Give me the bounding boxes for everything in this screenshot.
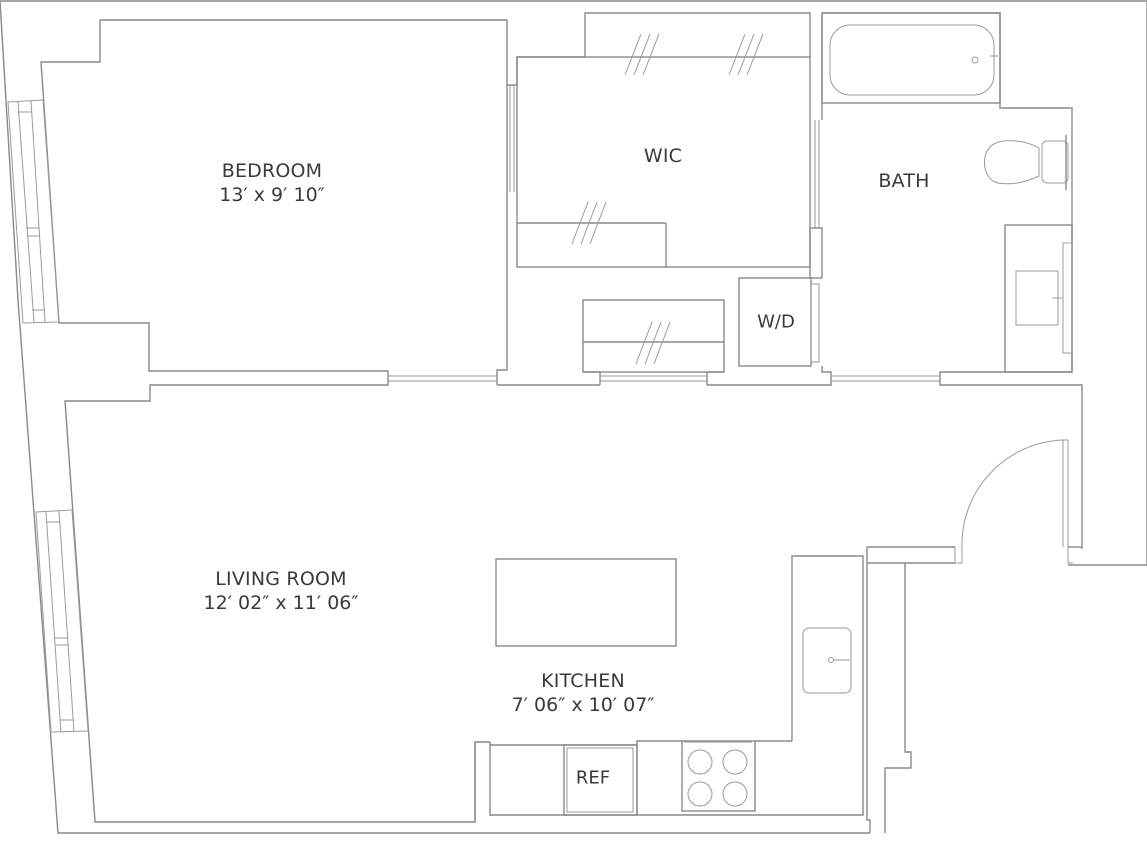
room-label-bath: BATH [878,170,929,194]
bedroom-walls [40,12,811,823]
refrigerator [563,744,638,816]
bath-walls [821,12,1083,549]
fixture-label-ref: REF [575,767,611,789]
room-label-living-room: LIVING ROOM 12′ 02″ x 11′ 06″ [204,568,359,616]
entry-walls [866,546,955,833]
fixture-label-wd: W/D [757,311,795,333]
kitchen-sink-icon [802,627,852,694]
room-label-bedroom: BEDROOM 13′ x 9′ 10″ [219,160,325,208]
bathtub-icon [821,12,1001,104]
room-name: BATH [878,170,930,192]
kitchen-island [495,558,677,647]
room-dimensions: 12′ 02″ x 11′ 06″ [203,591,359,614]
window-icon [35,509,89,733]
hall-closet [582,299,725,385]
cooktop-icon [681,740,756,812]
room-dimensions: 7′ 06″ x 10′ 07″ [511,693,655,716]
room-dimensions: 13′ x 9′ 10″ [219,183,325,206]
wic-walls [509,33,823,279]
window-icon [7,99,60,324]
toilet-icon [983,135,1069,190]
room-name: WIC [643,145,683,167]
washer-dryer [707,277,832,386]
room-name: KITCHEN [541,670,625,692]
bath-sink-icon [1004,224,1073,373]
room-name: BEDROOM [221,160,323,182]
entry-door-swing-icon [954,439,1082,564]
room-name: LIVING ROOM [215,568,347,590]
room-label-wic: WIC [644,145,682,169]
room-label-kitchen: KITCHEN 7′ 06″ x 10′ 07″ [512,670,655,718]
